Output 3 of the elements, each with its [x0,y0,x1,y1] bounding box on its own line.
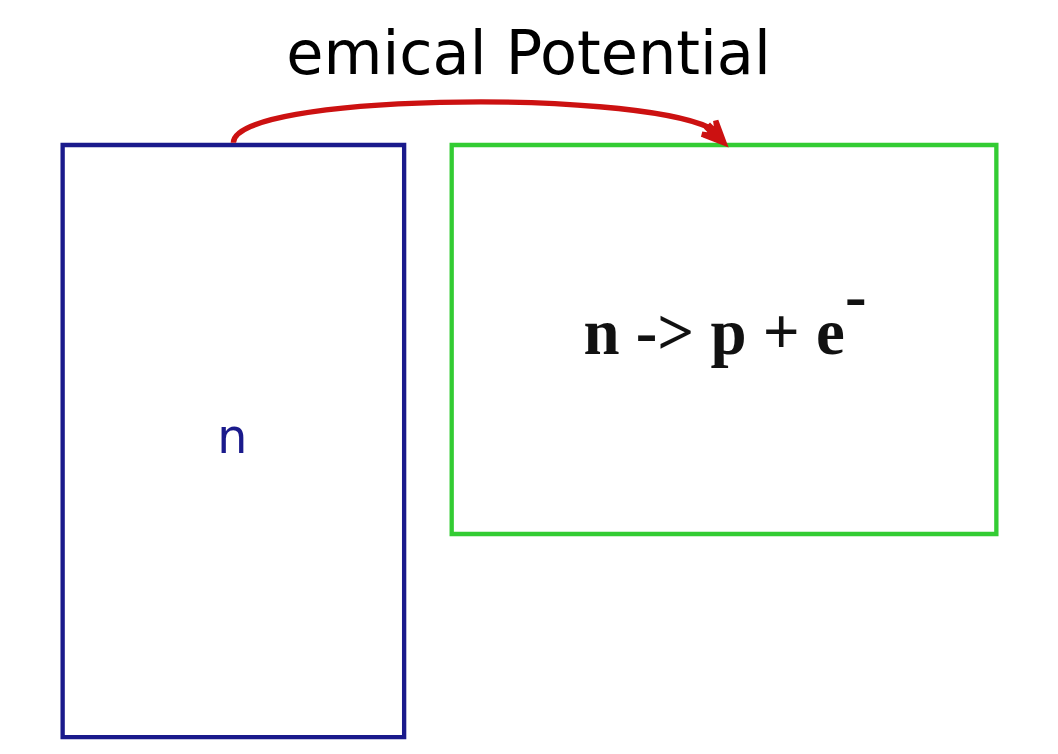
arrow [230,99,727,146]
node-box: n [60,142,406,740]
diagram-title: emical Potential [285,17,771,88]
